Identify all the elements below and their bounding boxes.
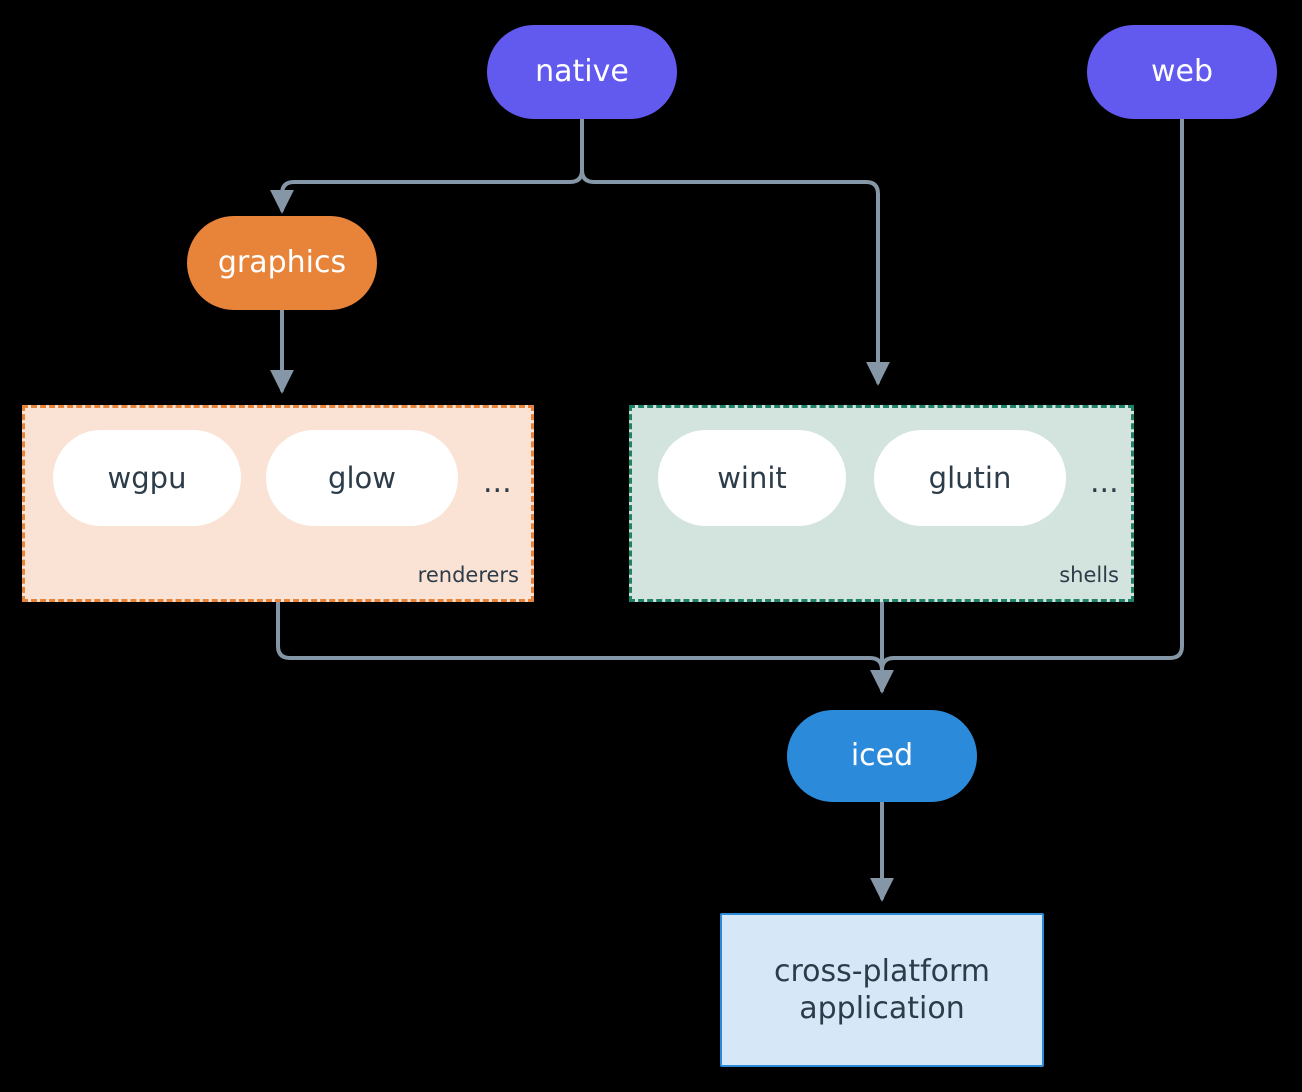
group-item-glow-label: glow (328, 461, 396, 495)
node-graphics-label: graphics (217, 245, 347, 281)
group-item-glutin[interactable]: glutin (874, 430, 1066, 526)
group-item-winit[interactable]: winit (658, 430, 846, 526)
node-iced-label: iced (850, 738, 914, 774)
group-renderers-overflow: ... (483, 465, 512, 500)
node-application-line2: application (799, 991, 965, 1026)
node-graphics[interactable]: graphics (187, 216, 377, 310)
edge-renderers-iced (276, 600, 884, 692)
group-item-wgpu[interactable]: wgpu (53, 430, 241, 526)
group-shells-overflow: ... (1090, 465, 1119, 500)
group-renderers: wgpu glow ... renderers (22, 405, 534, 602)
group-item-glutin-label: glutin (928, 461, 1012, 495)
group-item-winit-label: winit (717, 461, 787, 495)
node-application[interactable]: cross-platform application (720, 913, 1044, 1067)
node-web[interactable]: web (1087, 25, 1277, 119)
group-shells-label: shells (1059, 563, 1119, 587)
node-native[interactable]: native (487, 25, 677, 119)
group-item-glow[interactable]: glow (266, 430, 458, 526)
group-renderers-label: renderers (417, 563, 519, 587)
node-web-label: web (1150, 54, 1214, 90)
group-shells: winit glutin ... shells (629, 405, 1134, 602)
node-iced[interactable]: iced (787, 710, 977, 802)
node-application-line1: cross-platform (773, 953, 991, 989)
group-item-wgpu-label: wgpu (107, 461, 187, 495)
node-native-label: native (535, 54, 629, 90)
